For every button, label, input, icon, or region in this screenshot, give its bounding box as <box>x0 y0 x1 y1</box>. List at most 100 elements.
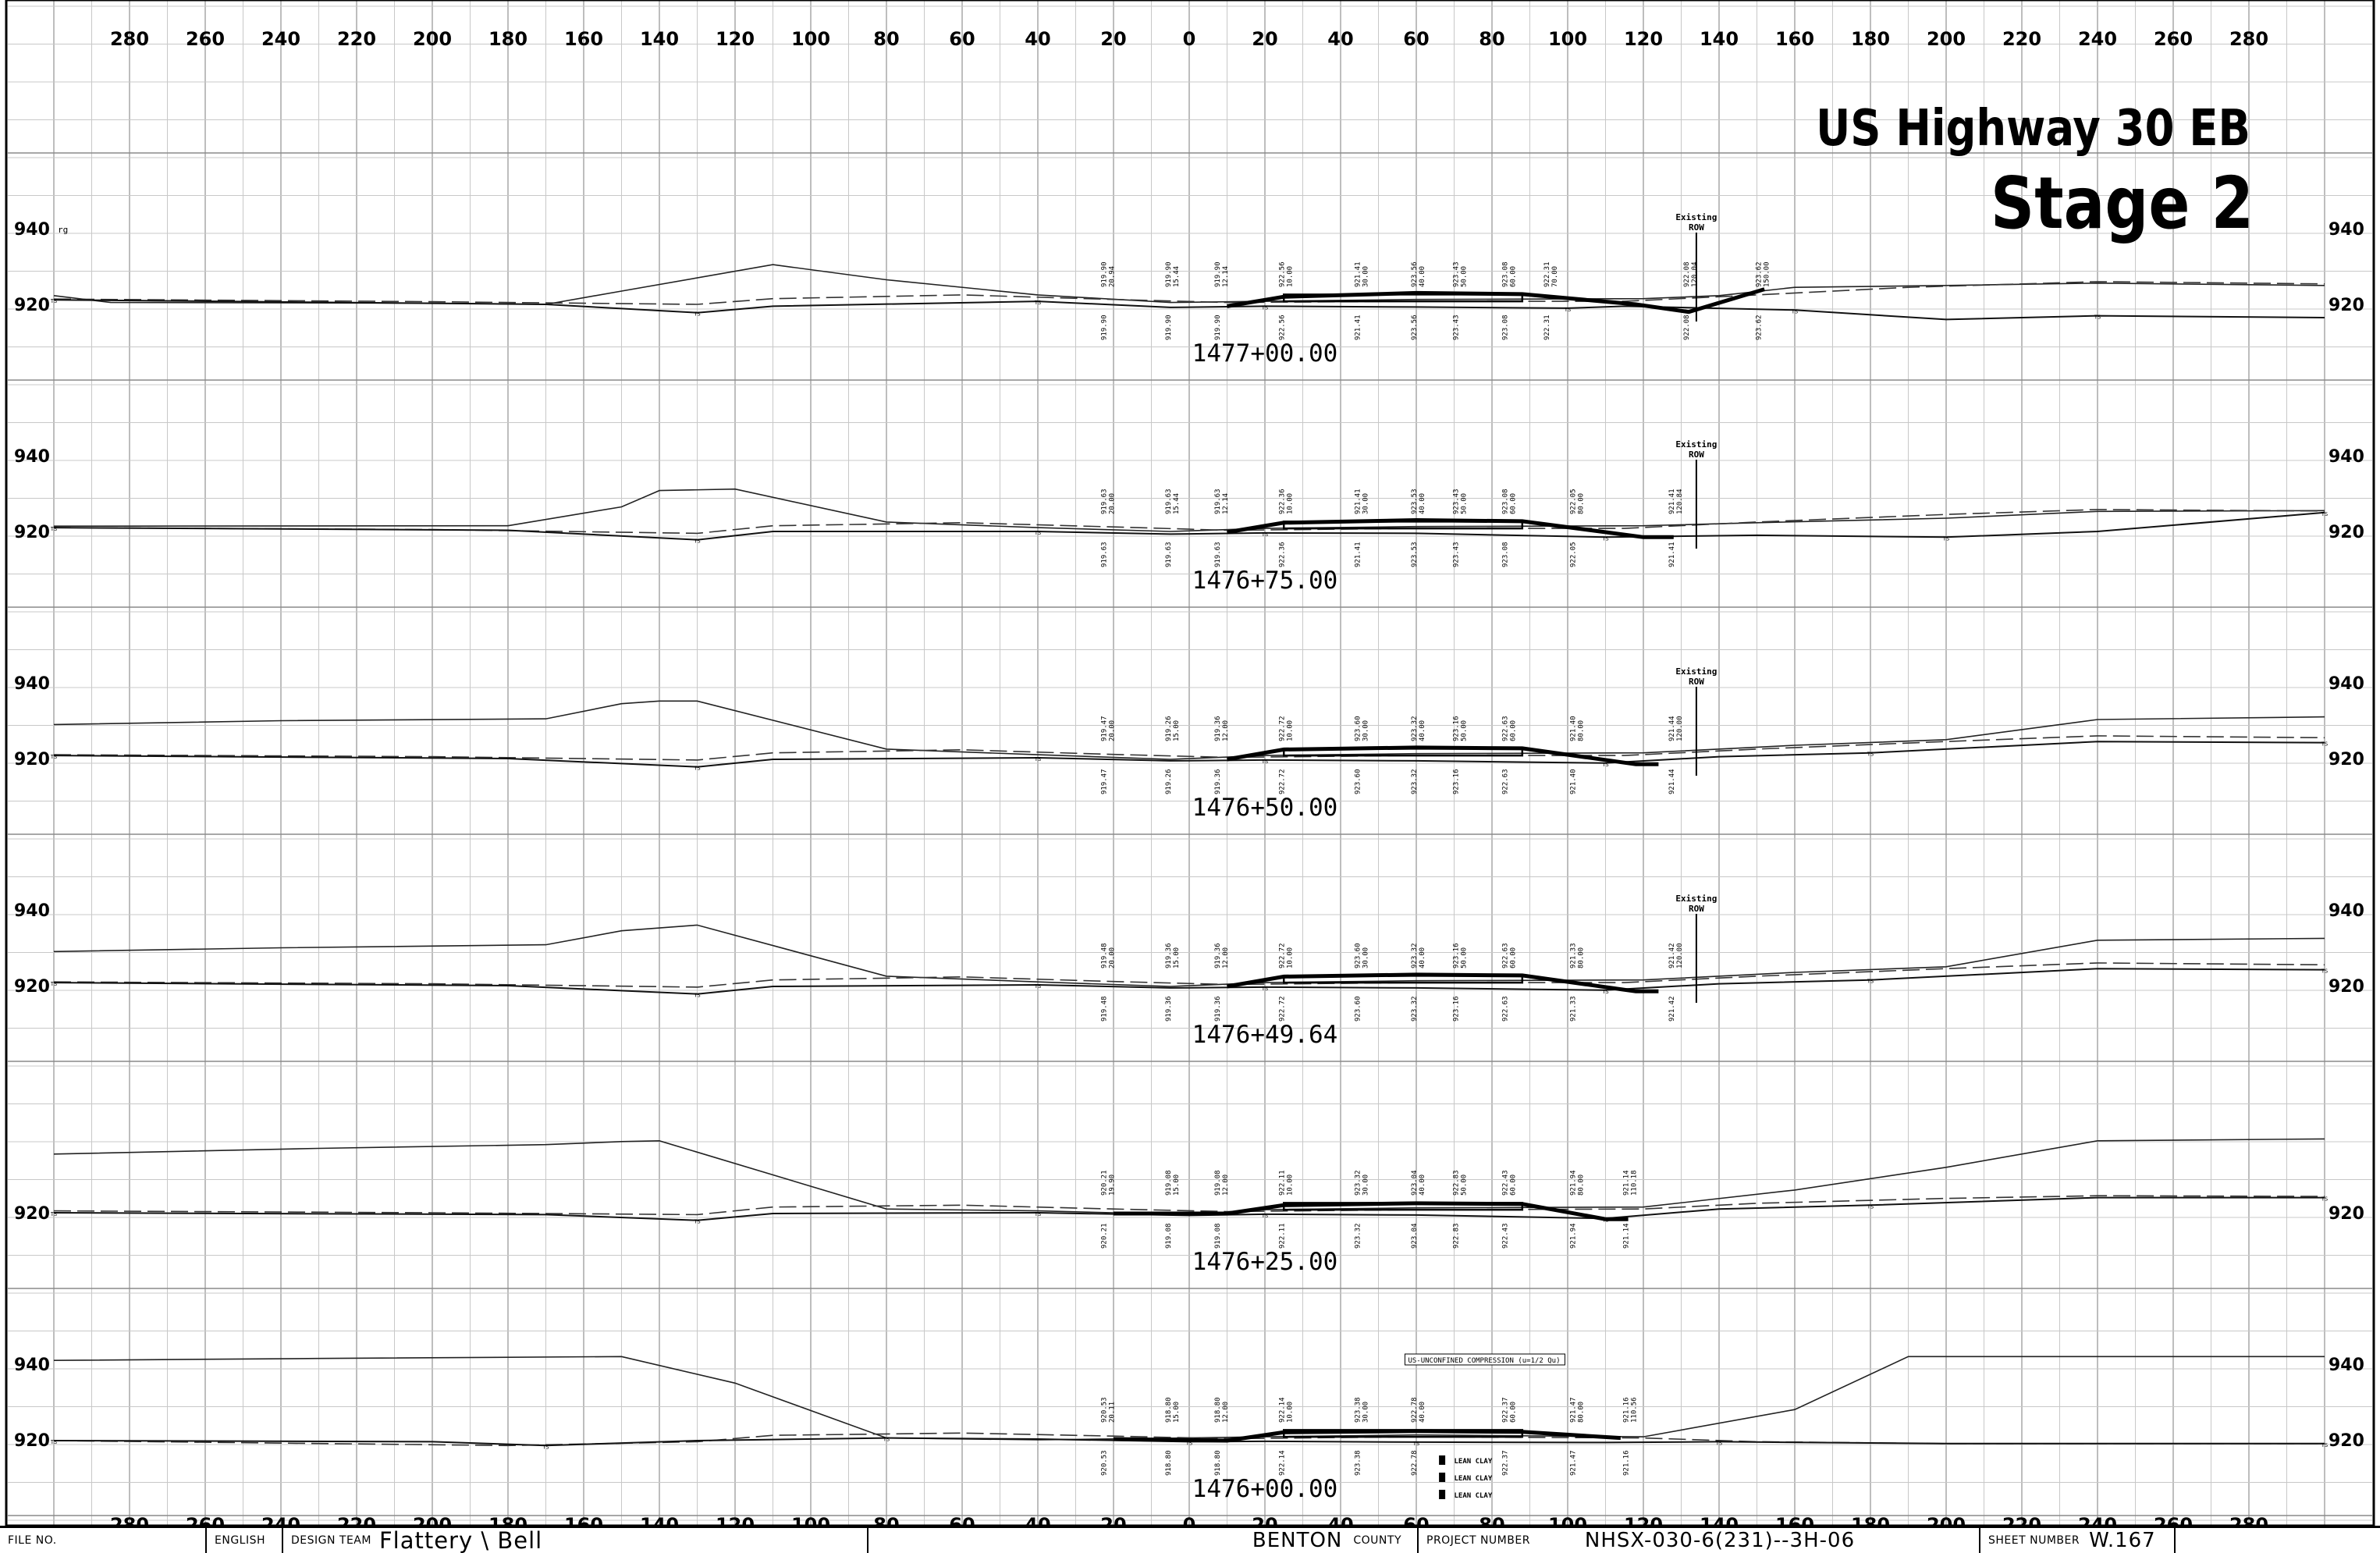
subgrade-tick: TS <box>51 754 57 760</box>
offset-callout: 70.00 <box>1551 266 1559 287</box>
elevation-callout-lower: 921.33 <box>1570 996 1578 1022</box>
elevation-callout-lower: 922.83 <box>1452 1223 1460 1249</box>
elevation-callout-lower: 919.36 <box>1214 769 1222 794</box>
elevation-callout-lower: 919.63 <box>1100 542 1108 567</box>
elevation-label-right: 920 <box>2328 750 2364 769</box>
subgrade-tick: TS <box>1262 759 1268 765</box>
top-offset-label: 280 <box>2229 28 2268 50</box>
top-offset-label: 80 <box>873 28 899 50</box>
subgrade-tick: TS <box>694 766 700 772</box>
elevation-callout-lower: 919.36 <box>1165 996 1173 1022</box>
elevation-callout: 923.56 <box>1411 261 1419 287</box>
elevation-callout-lower: 919.63 <box>1165 542 1173 567</box>
offset-callout: 12.00 <box>1222 1402 1230 1423</box>
offset-callout: 12.00 <box>1222 947 1230 968</box>
finished-grade-line <box>1227 972 1659 993</box>
top-offset-label: 200 <box>413 28 452 50</box>
offset-callout: 50.00 <box>1460 947 1468 968</box>
offset-callout: 12.14 <box>1222 493 1230 514</box>
elevation-callout: 922.78 <box>1411 1397 1419 1423</box>
elevation-callout: 923.32 <box>1411 716 1419 741</box>
elevation-label-right: 940 <box>2328 220 2364 240</box>
natural-ground-line <box>53 488 2325 532</box>
elevation-label-right: 940 <box>2328 1356 2364 1375</box>
offset-callout: 40.00 <box>1419 493 1426 514</box>
elevation-callout-lower: 921.40 <box>1570 769 1578 794</box>
elevation-label-left: 920 <box>14 1204 50 1224</box>
subgrade-tick: TS <box>1602 762 1608 768</box>
offset-callout: 15.00 <box>1173 1402 1181 1423</box>
elevation-callout: 919.36 <box>1214 943 1222 968</box>
offset-callout: 10.00 <box>1286 493 1294 514</box>
row-label-row: ROW <box>1689 904 1704 914</box>
subgrade-tick: TS <box>1035 1211 1041 1217</box>
subgrade-tick: TS <box>1186 1440 1192 1446</box>
elevation-callout: 919.90 <box>1214 261 1222 287</box>
elevation-callout: 919.36 <box>1165 943 1173 968</box>
elevation-callout-lower: 923.32 <box>1411 769 1419 794</box>
natural-ground-line <box>53 700 2325 760</box>
elevation-label-right: 920 <box>2328 1431 2364 1451</box>
elevation-callout: 923.32 <box>1354 1170 1362 1196</box>
elevation-label-left: 940 <box>14 447 50 467</box>
subgrade-tick: TS <box>1035 756 1041 762</box>
subgrade-tick: TS <box>1867 979 1874 985</box>
row-label-row: ROW <box>1689 677 1704 687</box>
finished-grade-line <box>1113 1429 1622 1443</box>
grid-lines <box>8 0 2372 1526</box>
offset-callout: 120.00 <box>1676 716 1684 741</box>
elevation-callout: 919.48 <box>1100 943 1108 968</box>
subgrade-tick: TS <box>1262 986 1268 992</box>
soil-note: LEAN CLAY <box>1455 1458 1493 1466</box>
top-offset-label: 40 <box>1327 28 1353 50</box>
elevation-callout-lower: 921.44 <box>1668 769 1676 794</box>
elevation-callout-lower: 921.41 <box>1354 315 1362 340</box>
row-label-existing: Existing <box>1675 212 1717 222</box>
subgrade-line <box>53 511 2325 541</box>
top-offset-label: 140 <box>640 28 679 50</box>
elevation-callout-lower: 919.08 <box>1165 1223 1173 1249</box>
top-offset-label: 100 <box>1548 28 1587 50</box>
elevation-callout-lower: 923.32 <box>1411 996 1419 1022</box>
elevation-callout-lower: 923.53 <box>1411 542 1419 567</box>
elevation-callout: 923.43 <box>1452 489 1460 514</box>
existing-grade-line <box>53 281 2325 305</box>
top-offset-label: 100 <box>791 28 830 50</box>
project-number-field: PROJECT NUMBER NHSX-030-6(231)--3H-06 <box>1419 1528 1980 1553</box>
top-offset-label: 140 <box>1700 28 1739 50</box>
subgrade-tick: TS <box>2321 968 2328 975</box>
row-label-existing: Existing <box>1675 439 1717 450</box>
elevation-label-right: 920 <box>2328 523 2364 542</box>
title-block: FILE NO. ENGLISH DESIGN TEAM Flattery \ … <box>0 1526 2380 1553</box>
subgrade-tick: TS <box>1413 1441 1419 1447</box>
subgrade-tick: TS <box>1565 307 1571 313</box>
elevation-callout-lower: 921.16 <box>1623 1450 1631 1476</box>
subgrade-tick: TS <box>883 1437 890 1443</box>
corner-mark: rg <box>58 225 68 235</box>
elevation-callout: 921.33 <box>1570 943 1578 968</box>
offset-callout: 40.00 <box>1419 1402 1426 1423</box>
sheet-number-label: SHEET NUMBER <box>1988 1534 2080 1547</box>
subgrade-tick: TS <box>1867 752 1874 758</box>
offset-callout: 15.00 <box>1173 947 1181 968</box>
finished-grade-line <box>1227 745 1659 766</box>
offset-callout: 80.00 <box>1578 947 1586 968</box>
elevation-label-left: 920 <box>14 523 50 542</box>
station-label: 1476+25.00 <box>1192 1248 1338 1276</box>
top-offset-label: 220 <box>2002 28 2041 50</box>
elevation-callout: 923.62 <box>1755 261 1763 287</box>
offset-callout: 20.00 <box>1108 493 1116 514</box>
subgrade-tick: TS <box>694 311 700 318</box>
elevation-callout-lower: 919.08 <box>1214 1223 1222 1249</box>
subgrade-tick: TS <box>694 538 700 545</box>
elevation-callout: 920.21 <box>1100 1170 1108 1196</box>
offset-callout: 30.00 <box>1362 266 1369 287</box>
station-label: 1476+49.64 <box>1192 1021 1338 1049</box>
offset-callout: 30.00 <box>1362 1402 1369 1423</box>
elevation-callout-lower: 922.43 <box>1501 1223 1509 1249</box>
elevation-callout-lower: 923.16 <box>1452 996 1460 1022</box>
offset-callout: 60.00 <box>1509 1402 1517 1423</box>
soil-note: LEAN CLAY <box>1455 1475 1493 1483</box>
